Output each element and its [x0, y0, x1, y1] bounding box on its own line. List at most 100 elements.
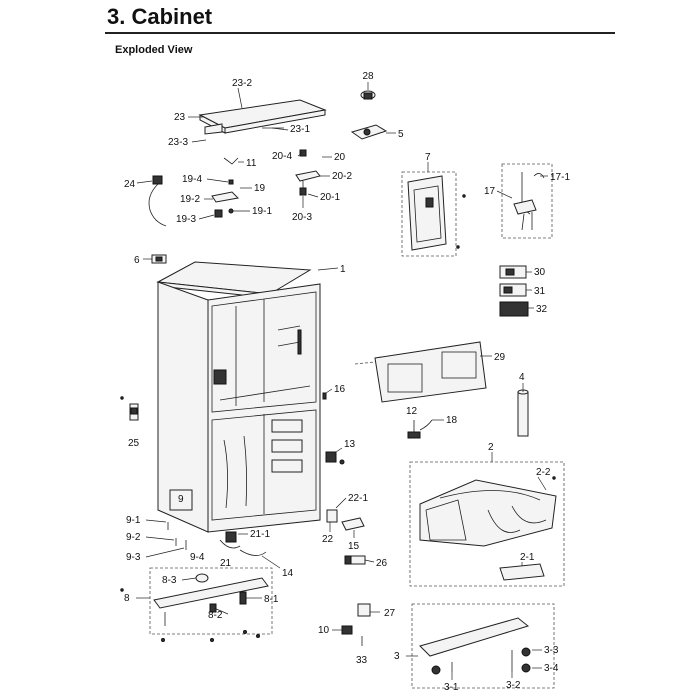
callout-20-1: 20-1: [320, 192, 340, 203]
part-28-disc: [360, 90, 376, 100]
part-9-bracket: [167, 489, 193, 550]
callout-12: 12: [406, 406, 418, 417]
part-15-bracket: [341, 517, 365, 531]
callout-14: 14: [282, 568, 294, 579]
callout-18: 18: [446, 415, 458, 426]
callout-16: 16: [334, 384, 346, 395]
callout-31: 31: [534, 286, 546, 297]
callout-9-3: 9-3: [126, 552, 141, 563]
callout-20: 20: [334, 152, 346, 163]
callout-21: 21: [220, 558, 232, 569]
callout-3-1: 3-1: [444, 682, 459, 693]
callout-2-1: 2-1: [520, 552, 535, 563]
callout-13: 13: [344, 439, 356, 450]
callout-9-1: 9-1: [126, 515, 141, 526]
screw-dots: [120, 194, 556, 642]
part-6-bracket: [151, 254, 167, 264]
part-17-assembly: [513, 172, 545, 231]
callout-3-2: 3-2: [506, 680, 521, 691]
callout-32: 32: [536, 304, 548, 315]
part-7-panel: [407, 175, 447, 251]
callout-8-1: 8-1: [264, 594, 279, 605]
callout-9: 9: [178, 494, 184, 505]
callout-22: 22: [322, 534, 334, 545]
callout-9-4: 9-4: [190, 552, 205, 563]
callout-21-1: 21-1: [250, 529, 270, 540]
callout-8: 8: [124, 593, 130, 604]
part-20-hinge-assembly: [295, 149, 321, 196]
part-21-hinge: [219, 531, 241, 549]
part-25-bracket: [129, 403, 139, 421]
callout-20-2: 20-2: [332, 171, 352, 182]
callout-20-4: 20-4: [272, 151, 292, 162]
callout-3-3: 3-3: [544, 645, 559, 656]
part-30-board: [499, 265, 527, 279]
callout-29: 29: [494, 352, 506, 363]
part-29-cover-panel: [354, 341, 487, 403]
callout-26: 26: [376, 558, 388, 569]
callout-23-3: 23-3: [168, 137, 188, 148]
callout-19: 19: [254, 183, 266, 194]
callout-23-2: 23-2: [232, 78, 252, 89]
callout-2: 2: [488, 442, 494, 453]
part-12-18-clamp: [407, 419, 433, 439]
callout-1: 1: [340, 264, 346, 275]
part-2-frame: [409, 461, 565, 587]
part-19-hinge-assembly: [211, 179, 240, 218]
part-27-bracket: [357, 603, 371, 617]
part-4-filter-tube: [517, 389, 529, 437]
part-13-hinge: [325, 451, 345, 465]
part-17-frame: [501, 163, 553, 239]
callout-9-2: 9-2: [126, 532, 141, 543]
callout-8-2: 8-2: [208, 610, 223, 621]
part-26-sensor: [344, 555, 366, 565]
part-8-frame: [149, 567, 273, 635]
callout-17: 17: [484, 186, 496, 197]
part-8-assembly: [153, 573, 269, 626]
callout-23-1: 23-1: [290, 124, 310, 135]
part-3-rail: [419, 617, 531, 675]
callout-28: 28: [362, 71, 374, 82]
part-2-compartment: [419, 479, 557, 581]
callout-2-2: 2-2: [536, 467, 551, 478]
part-14-wire: [239, 549, 267, 556]
callout-5: 5: [398, 129, 404, 140]
part-32-board: [499, 301, 529, 317]
callout-22-1: 22-1: [348, 493, 368, 504]
section-title: 3. Cabinet: [107, 4, 213, 29]
callout-6: 6: [134, 255, 140, 266]
part-1-cabinet: [156, 261, 321, 533]
part-7-frame: [401, 171, 457, 257]
callout-20-3: 20-3: [292, 212, 312, 223]
callout-27: 27: [384, 608, 396, 619]
callout-8-3: 8-3: [162, 575, 177, 586]
callout-10: 10: [318, 625, 330, 636]
part-3-frame: [411, 603, 555, 689]
title-rule: [105, 32, 615, 34]
callout-7: 7: [425, 152, 431, 163]
callout-25: 25: [128, 438, 140, 449]
callout-11: 11: [246, 158, 257, 169]
callout-3-4: 3-4: [544, 663, 559, 674]
part-11-clip: [223, 157, 239, 165]
part-24-wire-harness: [148, 175, 167, 227]
part-16-screw: [322, 392, 327, 400]
callout-24: 24: [124, 179, 136, 190]
callout-15: 15: [348, 541, 360, 552]
callout-30: 30: [534, 267, 546, 278]
part-22-hinge: [326, 497, 347, 523]
part-5-hinge: [350, 124, 388, 140]
part-31-board: [499, 283, 527, 297]
callout-23: 23: [174, 112, 186, 123]
exploded-view-subtitle: Exploded View: [115, 44, 193, 56]
callout-3: 3: [394, 651, 400, 662]
part-23-cover: [198, 99, 327, 135]
callout-19-2: 19-2: [180, 194, 200, 205]
part-10-bracket: [341, 625, 353, 635]
callout-4: 4: [519, 372, 525, 383]
callout-19-4: 19-4: [182, 174, 202, 185]
callout-19-3: 19-3: [176, 214, 196, 225]
callout-19-1: 19-1: [252, 206, 272, 217]
callout-33: 33: [356, 655, 368, 666]
